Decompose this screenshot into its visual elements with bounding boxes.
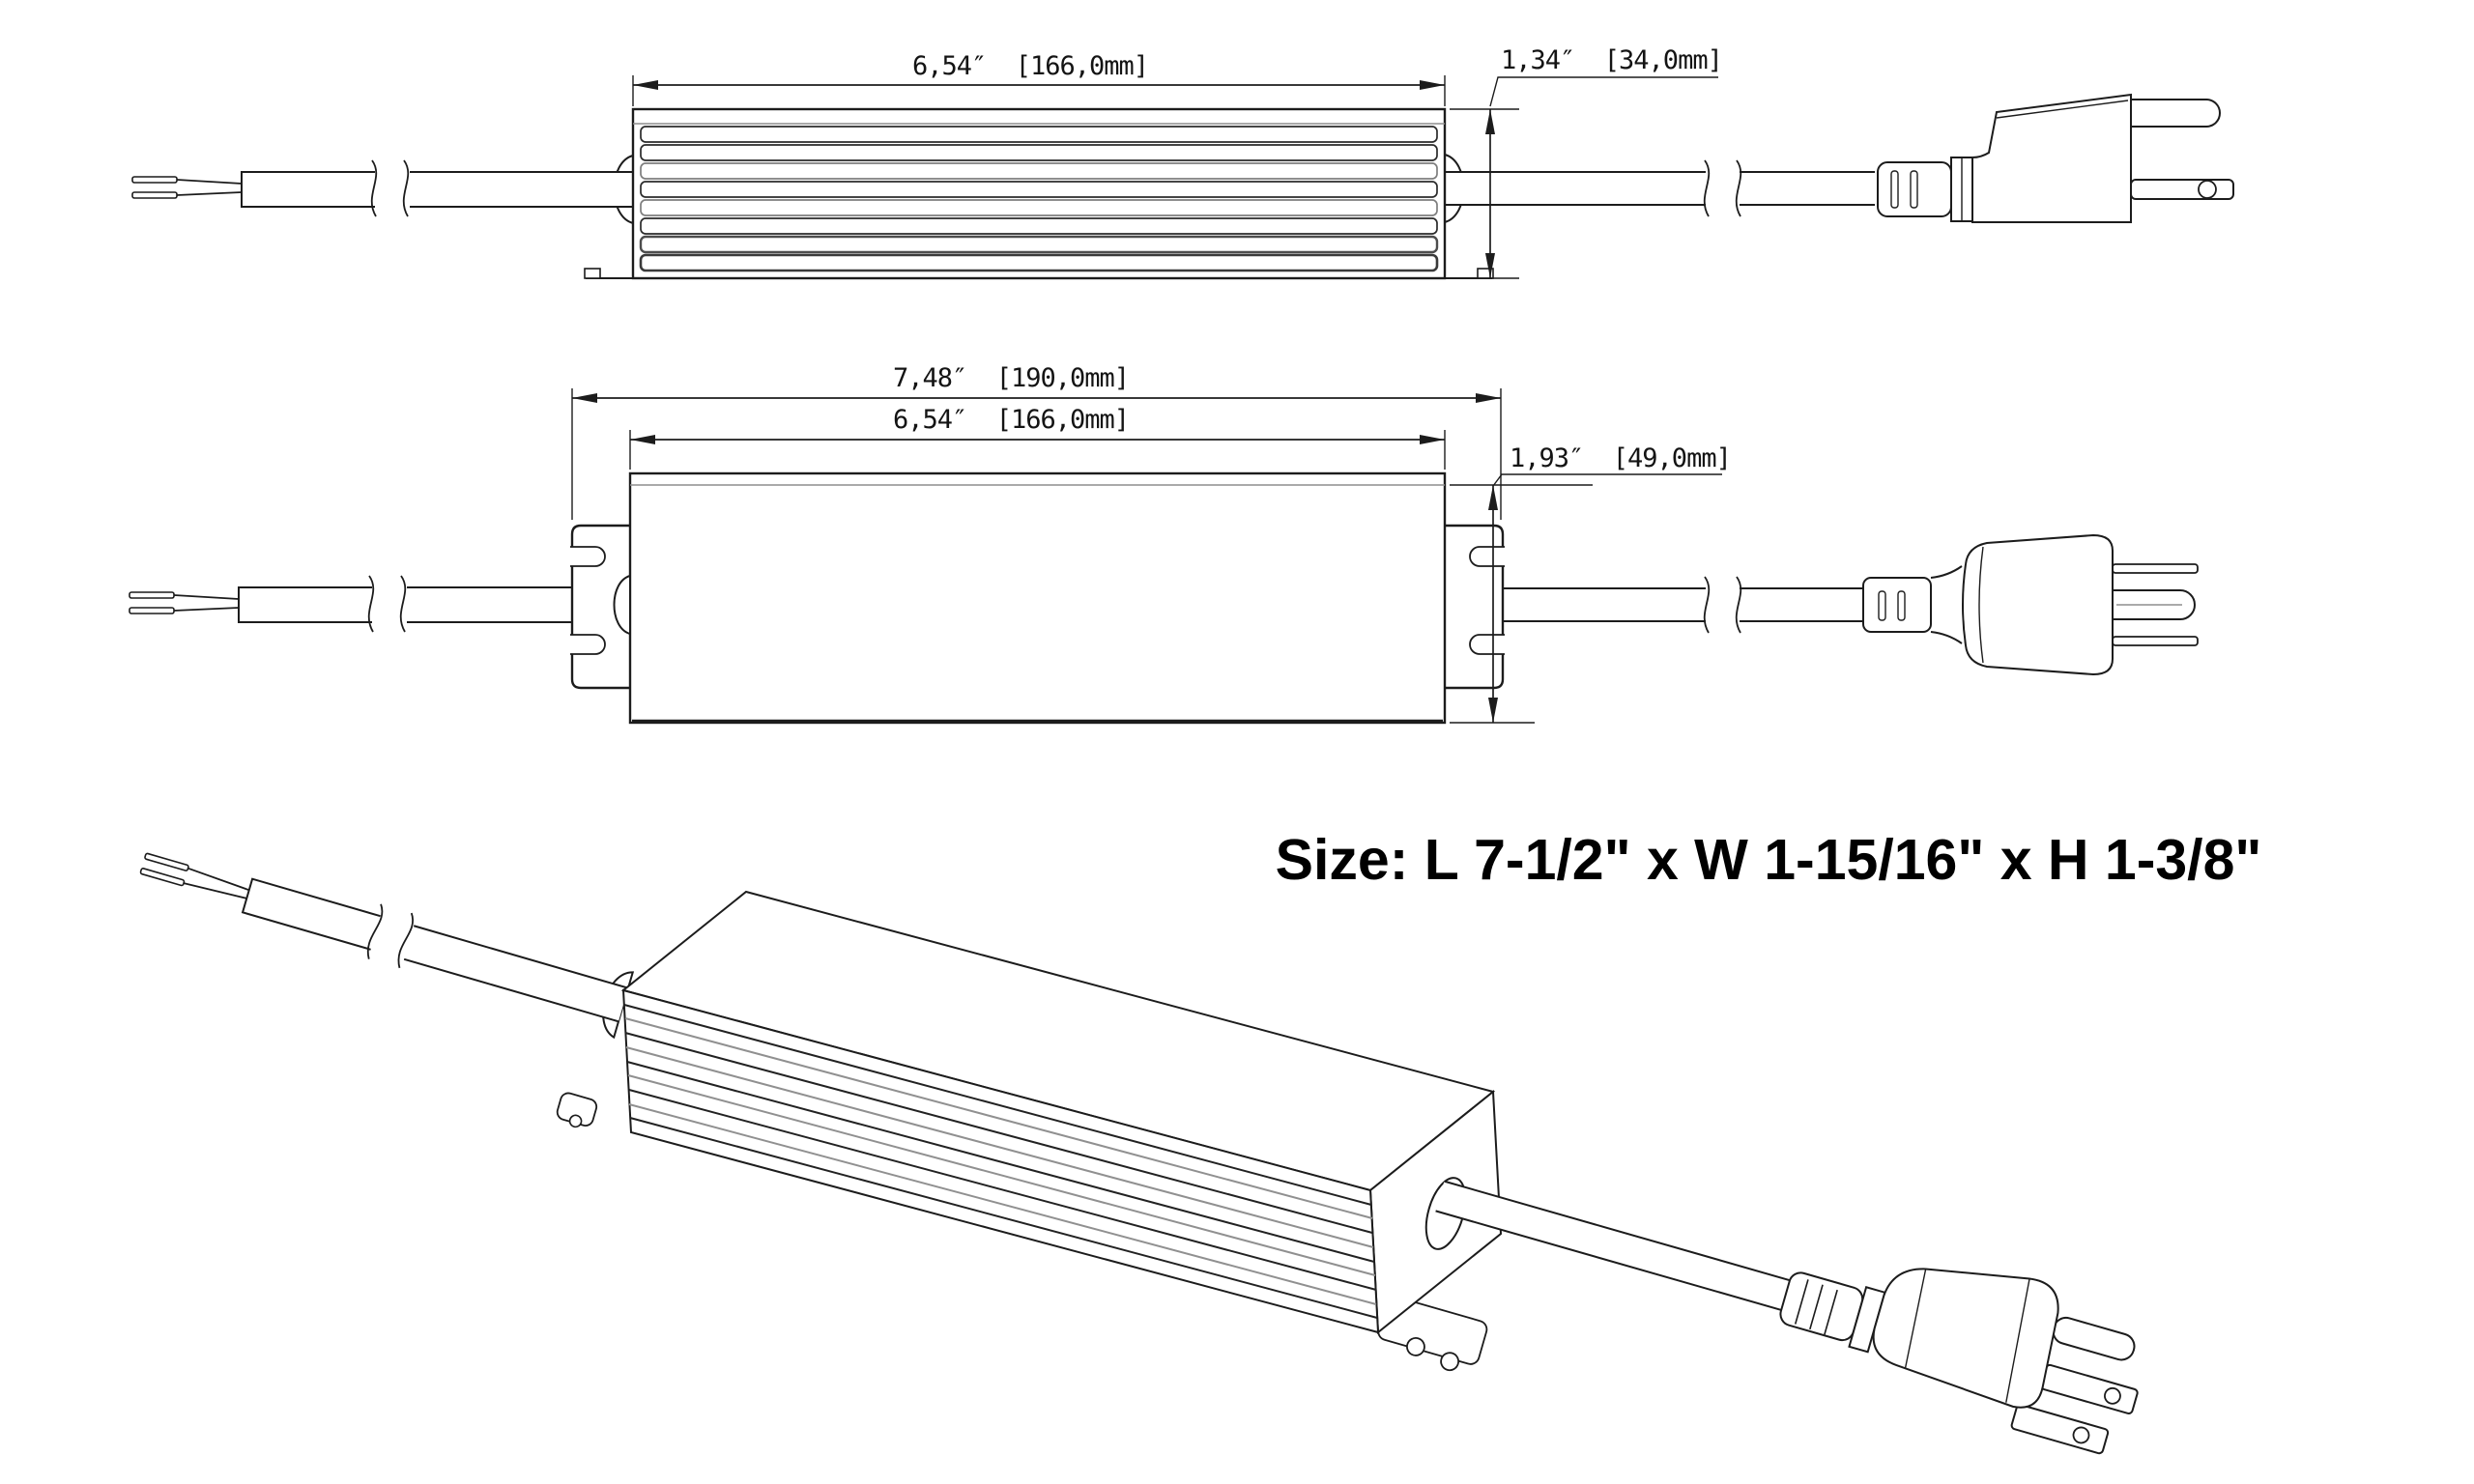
mounting-bracket-right: [1443, 524, 1507, 690]
dimension-length-side: 6,54″ [166,0mm]: [632, 51, 1446, 106]
dimension-body-length-top: 6,54″ [166,0mm]: [629, 405, 1446, 470]
ground-prong-side: [2130, 99, 2221, 128]
dimension-width-top: 1,93″ [49,0mm]: [1450, 443, 1732, 724]
cable-gland-top: [613, 574, 631, 636]
top-view-drawing: 7,48″ [190,0mm] 6,54″ [166,0mm] 1,93″ [4…: [129, 363, 2199, 725]
plug-prongs-top: [2112, 563, 2199, 646]
dimension-label-top-overall: 7,48″ [190,0mm]: [893, 363, 1129, 393]
input-wires-drawing: [129, 570, 631, 640]
side-view-drawing: 6,54″ [166,0mm] 1,34″ [34,0mm]: [131, 45, 2234, 280]
dimension-overall-length-top: 7,48″ [190,0mm]: [571, 363, 1502, 520]
ac-plug-side: [1877, 93, 2234, 223]
ac-plug-top: [1862, 533, 2199, 676]
input-wires-drawing: [131, 155, 634, 224]
dimension-label-top-width: 1,93″ [49,0mm]: [1510, 443, 1731, 473]
dimension-label-side-height: 1,34″ [34,0mm]: [1501, 45, 1722, 75]
plug-body-iso: [1872, 1268, 2059, 1409]
plug-blade-side: [2130, 179, 2234, 200]
driver-body-top: [613, 471, 1447, 725]
heatsink-fins-iso: [623, 1004, 1378, 1319]
dimension-height-side: 1,34″ [34,0mm]: [1450, 45, 1723, 279]
mounting-bracket-left-iso: [556, 1092, 598, 1128]
dimension-label-side-length: 6,54″ [166,0mm]: [912, 51, 1148, 81]
driver-body-iso: [620, 890, 1503, 1334]
dimension-label-top-body: 6,54″ [166,0mm]: [893, 405, 1129, 435]
output-cord-drawing: [1444, 570, 1876, 640]
heatsink-fins-side: [639, 126, 1439, 272]
driver-body-side: [584, 107, 1494, 280]
output-cord-plug-iso: [1435, 1180, 2139, 1455]
plug-prongs-iso: [2010, 1316, 2139, 1455]
output-cord-drawing: [1444, 154, 1876, 223]
isometric-view-drawing: Size: L 7-1/2" x W 1-15/16" x H 1-3/8": [131, 828, 2262, 1455]
input-wires-drawing: [131, 831, 634, 1039]
size-caption: Size: L 7-1/2" x W 1-15/16" x H 1-3/8": [1276, 828, 2262, 892]
